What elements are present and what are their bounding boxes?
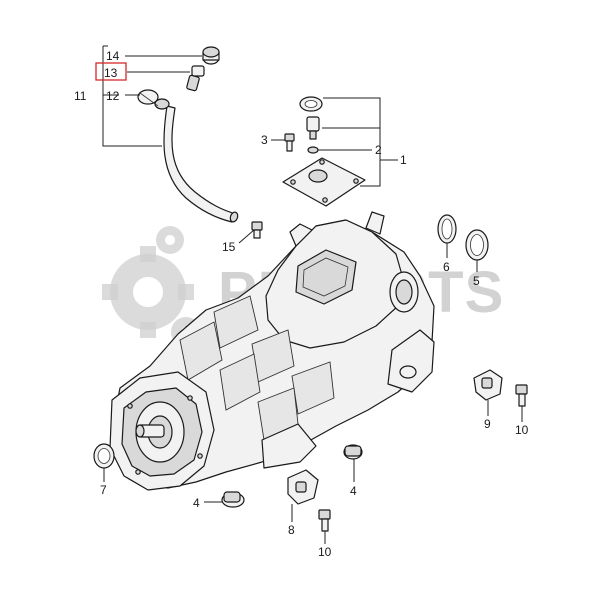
breather-cap — [202, 46, 220, 65]
drain-plug-right — [343, 444, 363, 460]
bolt — [284, 133, 295, 152]
callout-3[interactable]: 3 — [261, 133, 268, 147]
callout-6[interactable]: 6 — [443, 260, 450, 274]
breather-valve — [186, 65, 205, 92]
bolt-10-bottom — [318, 509, 331, 532]
callout-12[interactable]: 12 — [106, 89, 120, 103]
vent-hose-assembly — [137, 46, 239, 223]
callout-10-right[interactable]: 10 — [515, 423, 529, 437]
callout-10-bottom[interactable]: 10 — [318, 545, 332, 559]
callout-4-bottom[interactable]: 4 — [193, 496, 200, 510]
callout-11[interactable]: 11 — [74, 89, 87, 103]
callout-9[interactable]: 9 — [484, 417, 491, 431]
speed-sensor-8 — [287, 469, 319, 505]
leader-lines — [102, 45, 523, 544]
watermark-gear-small-top-icon — [156, 226, 184, 254]
shift-cover-assembly — [282, 96, 366, 207]
callout-labels: 14 13 12 11 3 2 1 15 6 5 9 10 7 4 4 8 10 — [74, 49, 529, 559]
callout-13[interactable]: 13 — [104, 66, 118, 80]
speed-sensor-9 — [473, 369, 503, 401]
drain-plug-bottom — [221, 491, 245, 508]
highlight-box-13 — [95, 62, 127, 81]
watermark-gear-large-icon — [102, 246, 194, 338]
callout-1[interactable]: 1 — [400, 153, 407, 167]
callout-14[interactable]: 14 — [106, 49, 120, 63]
shift-sensor — [306, 116, 320, 140]
hose-clamp — [137, 89, 170, 110]
drain-bolt-15 — [251, 221, 263, 239]
seal-ring — [299, 96, 323, 112]
callout-2[interactable]: 2 — [375, 143, 382, 157]
bolt-10-right — [515, 384, 528, 407]
seal-ring-6 — [437, 214, 457, 244]
transmission-housing — [109, 211, 435, 491]
callout-8[interactable]: 8 — [288, 523, 295, 537]
seal-ring-5 — [465, 229, 489, 261]
seal-ring-7 — [93, 443, 115, 469]
callout-7[interactable]: 7 — [100, 483, 107, 497]
callout-15[interactable]: 15 — [222, 240, 236, 254]
o-ring — [307, 146, 319, 154]
callout-5[interactable]: 5 — [473, 274, 480, 288]
bell-housing — [109, 371, 215, 491]
callout-4-right[interactable]: 4 — [350, 484, 357, 498]
